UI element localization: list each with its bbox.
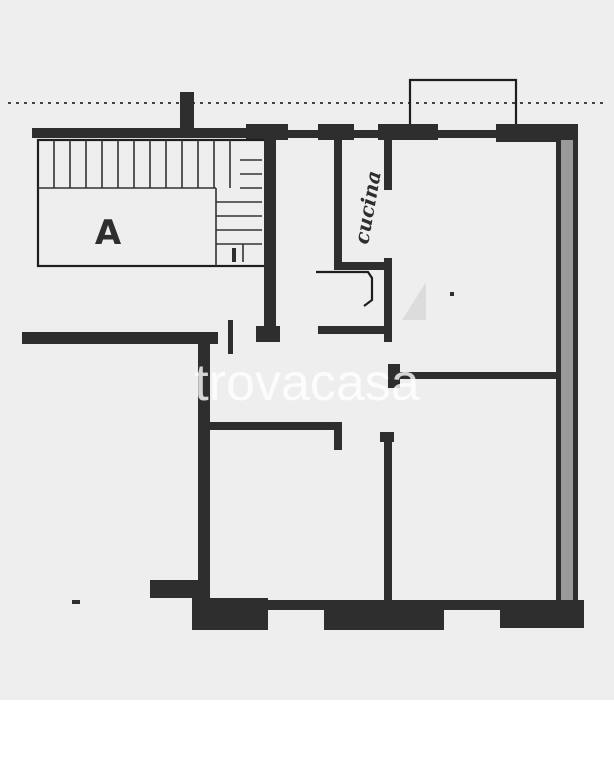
wall-lower-horizontal <box>206 422 340 430</box>
stair-block <box>36 138 276 268</box>
door-mark <box>228 320 233 354</box>
wall-lower-vertical-head <box>380 432 394 442</box>
watermark-logo-shape <box>402 282 426 320</box>
balcony-outline <box>408 78 518 130</box>
wall-lower-vertical <box>384 436 392 606</box>
kitchen-fixture <box>316 270 374 307</box>
kitchen-wall-right-upper <box>384 138 392 190</box>
small-mark-right <box>450 292 454 296</box>
stair-treads <box>38 140 262 266</box>
kitchen-counter-wall <box>318 326 392 334</box>
watermark-text: trovacasa <box>194 354 420 412</box>
kitchen-wall-right-lower <box>384 258 392 342</box>
wall-bottom-step <box>150 580 202 598</box>
wall-stair-side <box>264 130 276 342</box>
kitchen-wall-left <box>334 138 342 270</box>
wall-right-partition <box>388 372 556 379</box>
small-mark-left <box>72 600 80 604</box>
kitchen-wall-bottom <box>334 262 390 270</box>
wall-right-partition-jamb <box>388 364 400 388</box>
wall-lower-jamb <box>334 422 342 450</box>
kitchen-label: cucina <box>349 169 385 246</box>
wall-top-right <box>282 130 578 138</box>
wall-left-lower <box>198 332 210 604</box>
floor-plan-area: cucina A trovacasa <box>0 0 614 700</box>
wall-left-horizontal <box>22 332 218 344</box>
wall-right-hatch <box>561 140 573 610</box>
wall-top-left <box>32 128 282 138</box>
floor-plan-drawing: cucina A trovacasa <box>8 78 606 630</box>
wall-bottom-right-corner <box>500 600 584 628</box>
stair-arrow-mark <box>232 248 236 262</box>
unit-label: A <box>95 213 122 253</box>
wall-stair-foot <box>256 326 280 342</box>
chimney <box>180 92 194 132</box>
blank-footer <box>0 700 614 768</box>
wall-bottom-window <box>324 604 444 630</box>
